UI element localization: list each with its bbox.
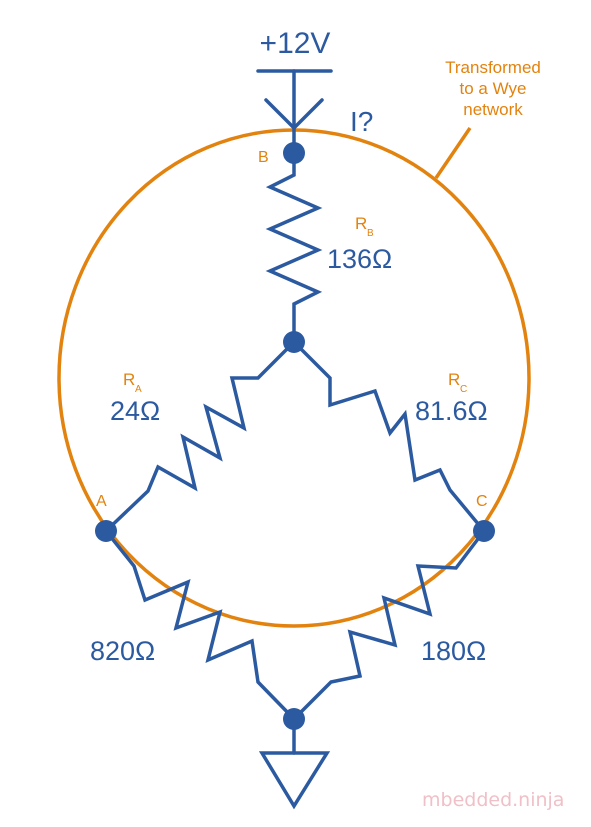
resistor-820 <box>104 529 296 721</box>
resistor-180 <box>292 529 486 721</box>
watermark-text: mbedded.ninja <box>422 789 564 811</box>
ra-letter: R <box>123 370 135 389</box>
node-a <box>95 520 117 542</box>
node-b-label: B <box>258 149 269 166</box>
current-arrow-icon <box>264 98 324 131</box>
rb-value: 136Ω <box>327 244 392 274</box>
rc-letter: R <box>448 370 460 389</box>
note-line-1: Transformed <box>445 58 541 77</box>
left-resistor-value: 820Ω <box>90 636 155 666</box>
note-line-3: network <box>463 100 523 119</box>
resistor-ra <box>104 340 296 533</box>
node-c <box>473 520 495 542</box>
rc-subscript: C <box>460 384 467 395</box>
ground-icon <box>258 751 331 810</box>
ra-value: 24Ω <box>110 396 160 426</box>
node-ground <box>283 708 305 730</box>
node-a-label: A <box>96 493 107 510</box>
rb-subscript: B <box>367 228 374 239</box>
node-center <box>283 331 305 353</box>
note-pointer-line <box>434 127 472 179</box>
rb-letter: R <box>355 214 367 233</box>
rc-value: 81.6Ω <box>415 396 488 426</box>
node-b <box>283 142 305 164</box>
ra-subscript: A <box>135 384 142 395</box>
right-resistor-value: 180Ω <box>421 636 486 666</box>
node-c-label: C <box>476 493 488 510</box>
supply-label: +12V <box>260 27 331 60</box>
resistor-rc <box>292 340 486 533</box>
note-line-2: to a Wye <box>460 79 527 98</box>
resistor-rb <box>265 151 323 344</box>
current-label: I? <box>350 106 373 137</box>
